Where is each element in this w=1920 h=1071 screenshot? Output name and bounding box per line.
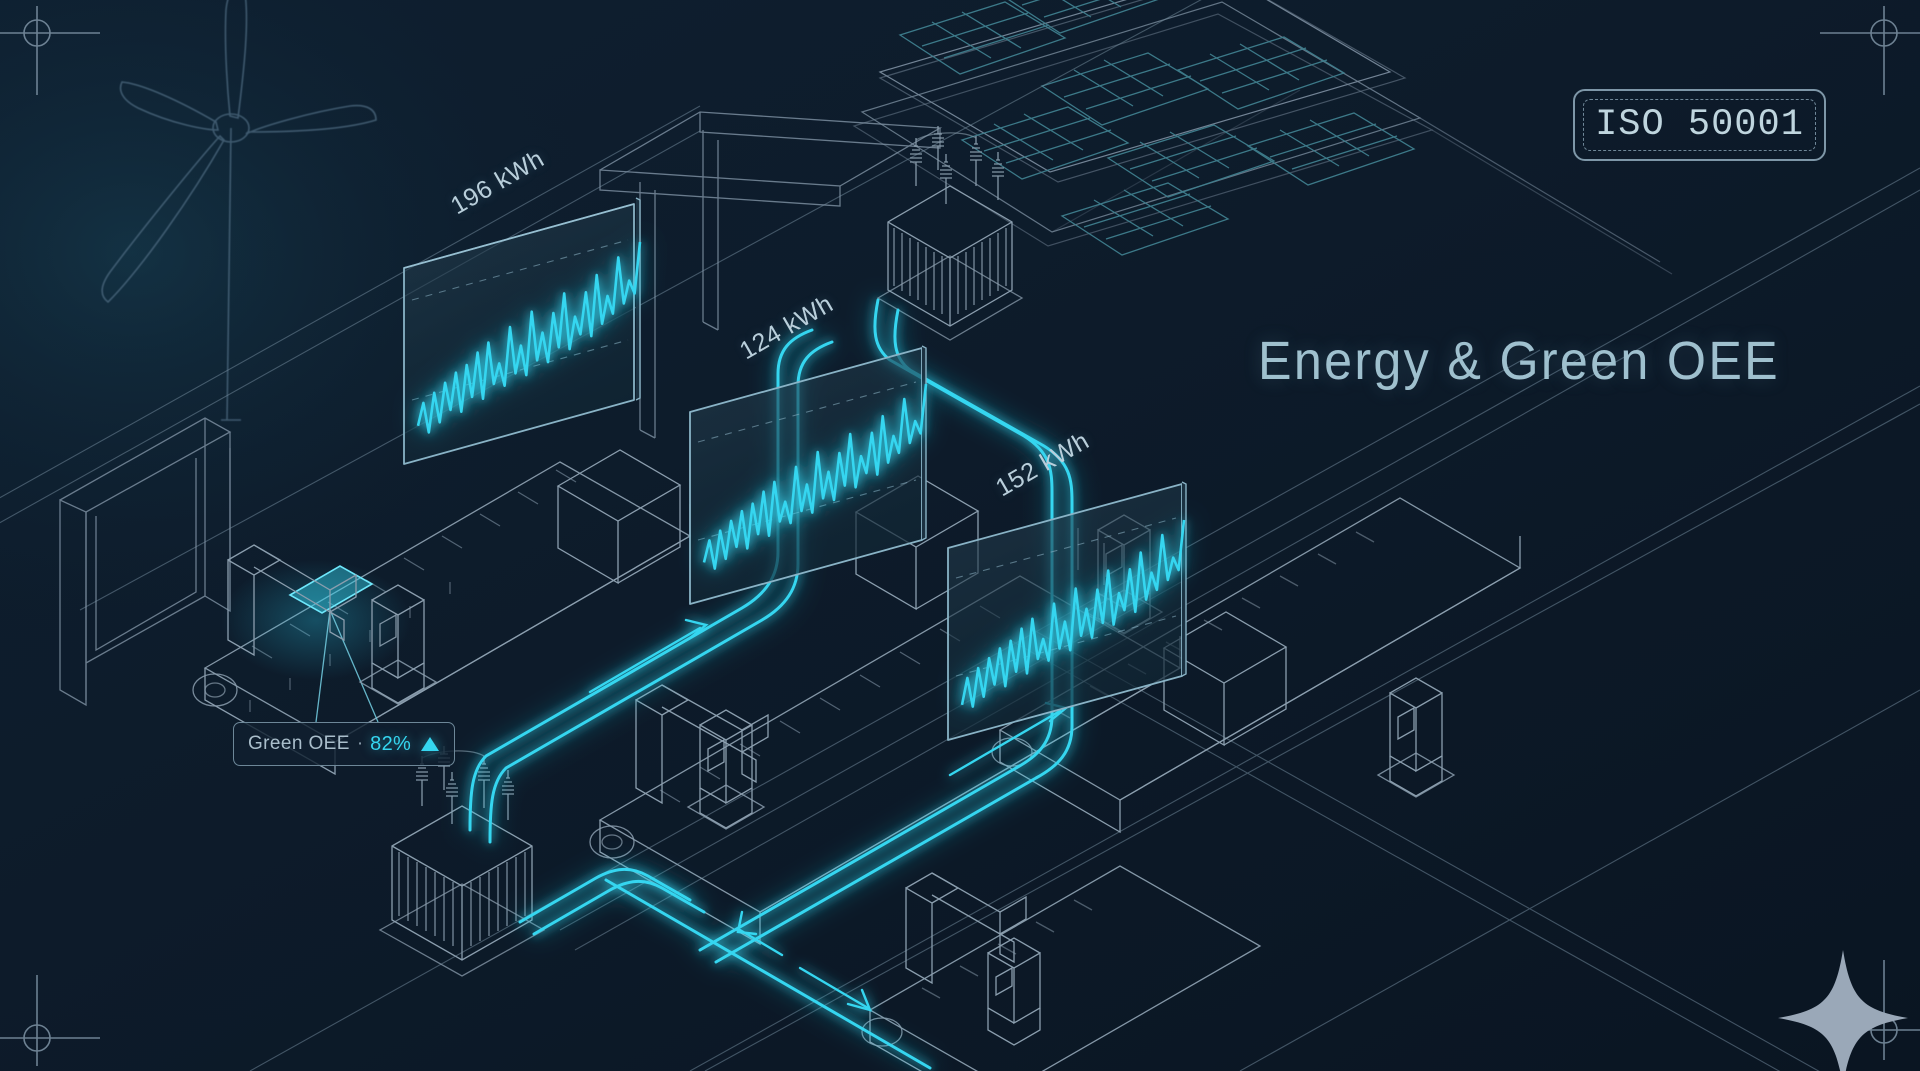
- bushing: [970, 136, 982, 186]
- highlighted-conveyor-tile: [221, 560, 411, 680]
- waveform-line-2: [702, 383, 928, 570]
- waveform-line-1: [416, 241, 642, 434]
- robot-arm-1: [227, 544, 357, 657]
- machine-block-1: [556, 449, 682, 585]
- robot-arm-4: [905, 872, 1027, 985]
- solar-panel: [1246, 112, 1416, 186]
- flow-path-g: [604, 878, 932, 1070]
- sparkle-star-icon: [1778, 950, 1908, 1071]
- arrow-down-1: [736, 910, 784, 957]
- scanner-post-2: [686, 709, 766, 830]
- corner-mark-top-left: [0, 6, 100, 95]
- flow-path-d: [488, 340, 834, 844]
- scanner-post-3: [1376, 677, 1456, 798]
- bushing: [932, 126, 944, 170]
- bushing: [502, 770, 514, 820]
- arrow-down-2: [798, 966, 873, 1012]
- solar-panel: [1060, 182, 1230, 256]
- solar-panel: [1176, 36, 1346, 110]
- ambient-glow-left: [0, 0, 1100, 900]
- energy-flow-network: [468, 298, 1074, 1070]
- scanner-post-1: [358, 584, 438, 705]
- corner-mark-bottom-left: [0, 975, 100, 1066]
- energy-screen-3[interactable]: [947, 481, 1187, 741]
- bushing: [416, 756, 428, 806]
- flow-path-e: [518, 868, 692, 924]
- flow-path-b: [714, 308, 1074, 964]
- bushing: [940, 154, 952, 204]
- solar-panel: [1008, 0, 1159, 34]
- transformer-unit-top: [876, 126, 1024, 341]
- flow-path-c: [468, 328, 814, 832]
- flow-path-f: [532, 880, 706, 936]
- callout-leader-line: [315, 609, 379, 723]
- bushing: [446, 772, 458, 824]
- conveyor-4: [861, 865, 1262, 1071]
- solar-panel: [898, 1, 1067, 75]
- scanner-post-5: [987, 937, 1041, 1046]
- robot-arm-2: [635, 684, 769, 805]
- left-gantry-structure: [59, 417, 232, 707]
- energy-screen-2[interactable]: [689, 345, 928, 605]
- solar-panel: [1106, 124, 1276, 198]
- flow-path-a: [698, 298, 1054, 952]
- solar-panel: [960, 106, 1130, 180]
- wind-turbine-icon: [101, 0, 377, 421]
- corner-mark-top-right: [1820, 6, 1920, 95]
- bushing: [992, 152, 1004, 200]
- energy-screen-1[interactable]: [398, 197, 642, 470]
- bushing: [910, 138, 922, 186]
- waveform-line-3: [960, 519, 1186, 708]
- bushing: [478, 756, 490, 808]
- arrow-left-1: [588, 618, 709, 694]
